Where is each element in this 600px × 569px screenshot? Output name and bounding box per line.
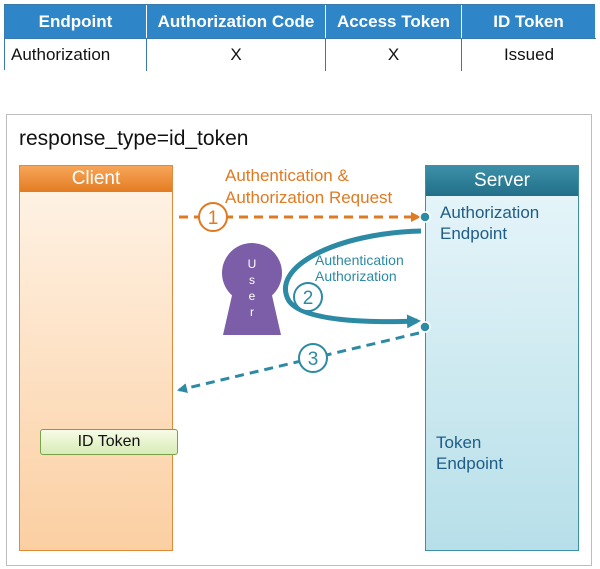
step1-number: 1 — [208, 208, 219, 229]
diagram-title: response_type=id_token — [19, 127, 249, 150]
table-header-access-token: Access Token — [326, 5, 462, 38]
request-label-line1: Authentication & — [225, 166, 349, 185]
server-header: Server — [426, 166, 578, 196]
table-cell-endpoint: Authorization — [5, 38, 147, 71]
flow-arrows: 1 2 U s e r 3 — [177, 202, 431, 394]
step2-circle — [293, 282, 323, 312]
user-letter-u: U — [248, 257, 257, 271]
user-letter-e: e — [249, 289, 256, 303]
user-body — [223, 291, 281, 335]
client-column: Client ID Token — [19, 165, 178, 551]
step2-curve — [283, 228, 422, 329]
authentication-label-line1: Authentication — [315, 252, 404, 268]
id-token-box: ID Token — [40, 429, 178, 455]
authorization-endpoint-line1: Authorization — [440, 203, 540, 222]
server-column: Server Authorization Endpoint Token Endp… — [425, 165, 579, 551]
step3-circle — [298, 343, 328, 373]
step3-number: 3 — [308, 349, 319, 370]
user-letter-s: s — [249, 273, 255, 287]
authorization-endpoint-line2: Endpoint — [440, 224, 508, 243]
authentication-label: Authentication Authorization — [315, 252, 404, 284]
response-type-table: Endpoint Authorization Code Access Token… — [4, 4, 596, 71]
callback-dot — [419, 321, 431, 333]
token-endpoint-line2: Endpoint — [436, 454, 504, 473]
table-header-endpoint: Endpoint — [5, 5, 147, 38]
flow-diagram-panel: response_type=id_token Client ID Token S… — [6, 114, 592, 566]
authorization-endpoint-label: Authorization Endpoint — [440, 202, 539, 244]
auth-endpoint-dot — [419, 211, 431, 223]
client-header: Client — [20, 166, 172, 192]
table-header-authorization-code: Authorization Code — [147, 5, 326, 38]
table-cell-authorization-code: X — [147, 38, 326, 71]
table-cell-id-token: Issued — [462, 38, 596, 71]
token-endpoint-line1: Token — [436, 433, 482, 452]
request-label: Authentication & Authorization Request — [225, 165, 392, 209]
step2-number: 2 — [303, 288, 314, 309]
table-cell-access-token: X — [326, 38, 462, 71]
table-header-id-token: ID Token — [462, 5, 596, 38]
authentication-label-line2: Authorization — [315, 268, 397, 284]
step1-circle — [198, 202, 228, 232]
user-letter-r: r — [250, 305, 254, 319]
user-head — [222, 243, 282, 303]
token-endpoint-label: Token Endpoint — [436, 432, 503, 474]
request-label-line2: Authorization Request — [225, 188, 393, 207]
user-figure: U s e r — [222, 243, 282, 335]
